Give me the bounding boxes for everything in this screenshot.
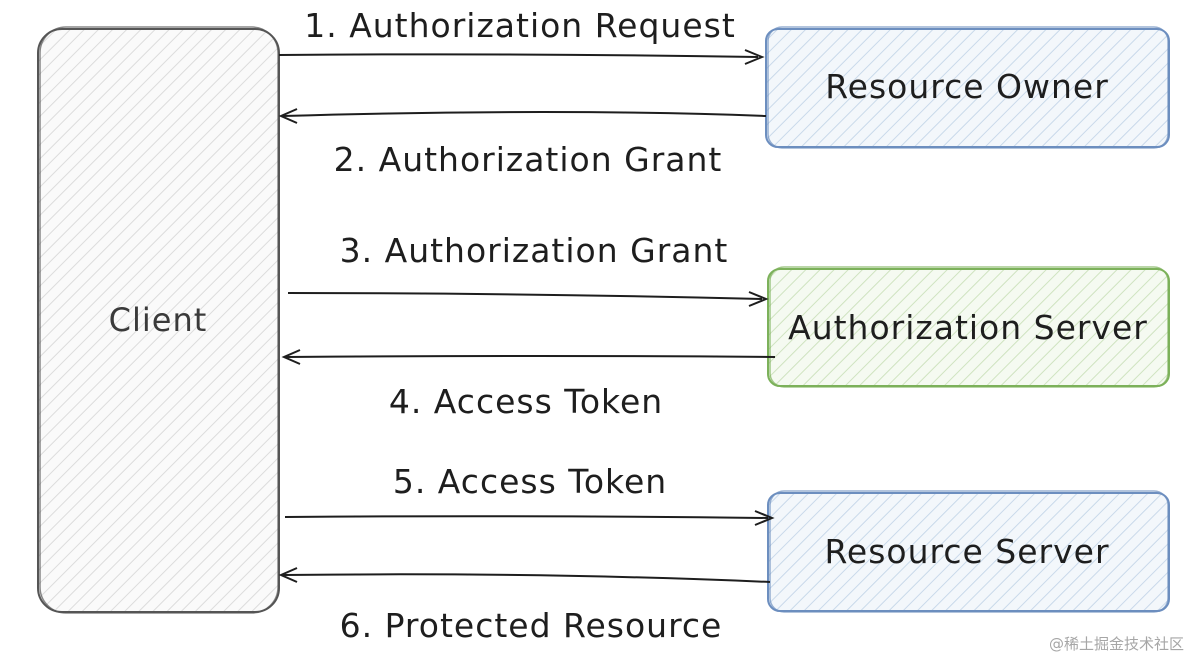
authorization-server-label: Authorization Server: [788, 308, 1148, 347]
watermark-text: @稀土掘金技术社区: [1048, 635, 1184, 653]
client-label: Client: [109, 301, 208, 339]
arrow-4-label: 4. Access Token: [389, 382, 663, 421]
arrow-5: 5. Access Token: [284, 462, 775, 526]
client-node: Client: [37, 26, 280, 614]
arrow-2-label: 2. Authorization Grant: [334, 140, 723, 179]
authorization-server-node: Authorization Server: [767, 266, 1170, 388]
arrow-1-label: 1. Authorization Request: [304, 6, 736, 45]
resource-server-node: Resource Server: [767, 490, 1170, 613]
arrow-6-label: 6. Protected Resource: [340, 606, 723, 645]
resource-server-label: Resource Server: [824, 532, 1109, 571]
arrow-3: 3. Authorization Grant: [287, 231, 769, 307]
authorization-server-box: [767, 268, 1170, 387]
arrow-2: 2. Authorization Grant: [278, 108, 767, 179]
arrow-6: 6. Protected Resource: [278, 567, 771, 645]
arrow-3-label: 3. Authorization Grant: [340, 231, 729, 270]
resource-owner-box: [765, 28, 1170, 148]
resource-owner-label: Resource Owner: [825, 67, 1109, 106]
arrow-5-label: 5. Access Token: [393, 462, 667, 501]
arrow-1: 1. Authorization Request: [278, 6, 765, 65]
client-box: [37, 28, 280, 613]
resource-owner-node: Resource Owner: [765, 26, 1170, 149]
resource-server-box: [767, 492, 1170, 612]
arrow-4: 4. Access Token: [281, 349, 776, 421]
